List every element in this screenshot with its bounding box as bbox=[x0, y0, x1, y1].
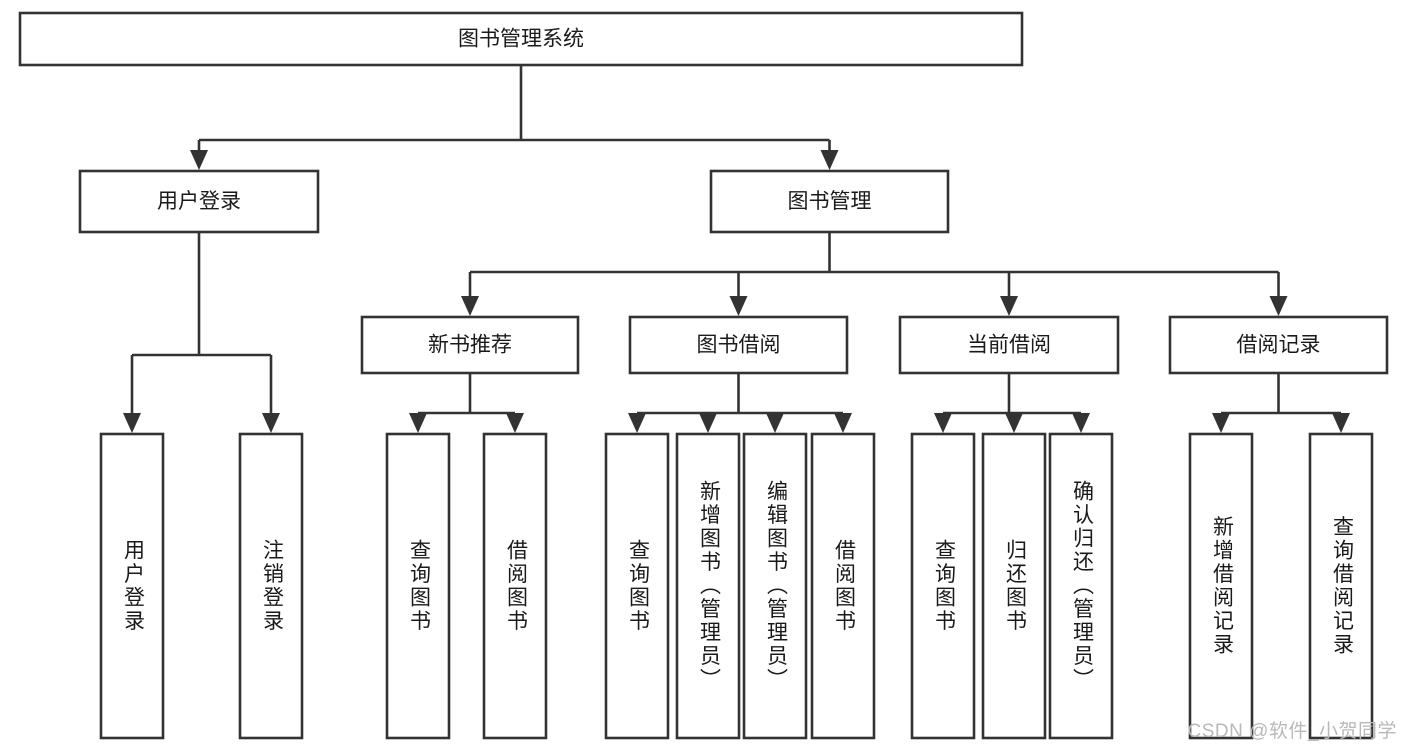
arrow-head-icon bbox=[123, 413, 141, 433]
node-leaf-query-book-borrow[interactable]: 查询图书 bbox=[604, 432, 670, 740]
node-new-book-recommend-label: 新书推荐 bbox=[428, 334, 512, 357]
arrow-head-icon bbox=[699, 413, 717, 433]
node-leaf-borrow-book[interactable]: 借阅图书 bbox=[810, 432, 876, 740]
arrow-head-icon bbox=[1212, 413, 1230, 433]
node-user-login[interactable]: 用户登录 bbox=[78, 169, 320, 234]
arrow-head-icon bbox=[461, 296, 479, 316]
node-leaf-add-borrow-record-label: 新增借阅记录 bbox=[1210, 516, 1234, 657]
arrow-head-icon bbox=[506, 413, 524, 433]
node-leaf-user-login-box bbox=[99, 432, 165, 740]
node-leaf-logout[interactable]: 注销登录 bbox=[238, 432, 304, 740]
node-leaf-query-book-borrow-box bbox=[604, 432, 670, 740]
arrow-head-icon bbox=[190, 150, 208, 170]
node-book-management-label: 图书管理 bbox=[788, 190, 872, 213]
node-leaf-borrow-book-label: 借阅图书 bbox=[832, 539, 856, 633]
node-leaf-query-book-borrow-label: 查询图书 bbox=[626, 539, 650, 633]
node-leaf-borrow-book-box bbox=[810, 432, 876, 740]
node-user-login-label: 用户登录 bbox=[157, 190, 241, 213]
arrow-head-icon bbox=[409, 413, 427, 433]
arrow-head-icon bbox=[834, 413, 852, 433]
arrow-head-icon bbox=[1332, 413, 1350, 433]
node-leaf-add-book[interactable]: 新增图书（管理员） bbox=[675, 432, 741, 740]
node-leaf-borrow-book-recommend-label: 借阅图书 bbox=[504, 539, 528, 633]
node-borrow-record-box bbox=[1168, 315, 1389, 375]
arrow-head-icon bbox=[1000, 296, 1018, 316]
node-current-borrow-label: 当前借阅 bbox=[967, 334, 1051, 357]
connectors-layer bbox=[123, 65, 1350, 433]
node-leaf-borrow-book-recommend-box bbox=[482, 432, 548, 740]
node-new-book-recommend[interactable]: 新书推荐 bbox=[360, 315, 580, 375]
node-leaf-return-book[interactable]: 归还图书 bbox=[981, 432, 1047, 740]
node-book-management[interactable]: 图书管理 bbox=[709, 169, 950, 234]
arrow-head-icon bbox=[1072, 413, 1090, 433]
node-leaf-query-book-current[interactable]: 查询图书 bbox=[910, 432, 976, 740]
node-leaf-query-book-recommend-label: 查询图书 bbox=[407, 539, 431, 633]
node-leaf-add-borrow-record[interactable]: 新增借阅记录 bbox=[1188, 432, 1254, 740]
node-leaf-query-book-recommend[interactable]: 查询图书 bbox=[385, 432, 451, 740]
node-leaf-confirm-return-label: 确认归还（管理员） bbox=[1070, 480, 1094, 692]
node-leaf-add-borrow-record-box bbox=[1188, 432, 1254, 740]
node-current-borrow-box bbox=[898, 315, 1120, 375]
node-leaf-query-book-recommend-box bbox=[385, 432, 451, 740]
node-leaf-add-book-box bbox=[675, 432, 741, 740]
arrow-head-icon bbox=[934, 413, 952, 433]
node-leaf-confirm-return-box bbox=[1048, 432, 1114, 740]
node-book-borrow-label: 图书借阅 bbox=[697, 334, 781, 357]
node-leaf-edit-book-label: 编辑图书（管理员） bbox=[764, 480, 788, 692]
node-leaf-edit-book-box bbox=[742, 432, 808, 740]
arrow-head-icon bbox=[1269, 296, 1288, 316]
node-leaf-confirm-return[interactable]: 确认归还（管理员） bbox=[1048, 432, 1114, 740]
arrow-head-icon bbox=[820, 150, 839, 170]
node-book-borrow[interactable]: 图书借阅 bbox=[628, 315, 849, 375]
node-root[interactable]: 图书管理系统 bbox=[18, 11, 1024, 67]
node-book-management-box bbox=[709, 169, 950, 234]
node-leaf-logout-label: 注销登录 bbox=[260, 539, 284, 633]
node-leaf-logout-box bbox=[238, 432, 304, 740]
arrow-head-icon bbox=[262, 413, 280, 433]
node-leaf-query-book-current-box bbox=[910, 432, 976, 740]
arrow-head-icon bbox=[628, 413, 646, 433]
arrow-head-icon bbox=[729, 296, 748, 316]
node-leaf-query-borrow-record[interactable]: 查询借阅记录 bbox=[1308, 432, 1374, 740]
node-borrow-record[interactable]: 借阅记录 bbox=[1168, 315, 1389, 375]
node-leaf-user-login-label: 用户登录 bbox=[121, 539, 145, 633]
node-root-label: 图书管理系统 bbox=[458, 28, 584, 51]
nodes-layer: 图书管理系统用户登录图书管理新书推荐图书借阅当前借阅借阅记录用户登录注销登录查询… bbox=[18, 11, 1389, 740]
node-root-box bbox=[18, 11, 1024, 67]
node-user-login-box bbox=[78, 169, 320, 234]
node-leaf-borrow-book-recommend[interactable]: 借阅图书 bbox=[482, 432, 548, 740]
node-leaf-query-borrow-record-label: 查询借阅记录 bbox=[1330, 516, 1354, 657]
node-leaf-user-login[interactable]: 用户登录 bbox=[99, 432, 165, 740]
node-leaf-return-book-box bbox=[981, 432, 1047, 740]
csdn-watermark: CSDN @软件_小贺同学 bbox=[1187, 721, 1397, 742]
node-leaf-edit-book[interactable]: 编辑图书（管理员） bbox=[742, 432, 808, 740]
node-new-book-recommend-box bbox=[360, 315, 580, 375]
node-leaf-return-book-label: 归还图书 bbox=[1003, 539, 1027, 633]
node-leaf-query-book-current-label: 查询图书 bbox=[932, 539, 956, 633]
node-book-borrow-box bbox=[628, 315, 849, 375]
arrow-head-icon bbox=[1005, 413, 1023, 433]
arrow-head-icon bbox=[766, 413, 784, 433]
node-leaf-add-book-label: 新增图书（管理员） bbox=[697, 480, 721, 692]
node-current-borrow[interactable]: 当前借阅 bbox=[898, 315, 1120, 375]
node-borrow-record-label: 借阅记录 bbox=[1237, 334, 1321, 357]
node-leaf-query-borrow-record-box bbox=[1308, 432, 1374, 740]
